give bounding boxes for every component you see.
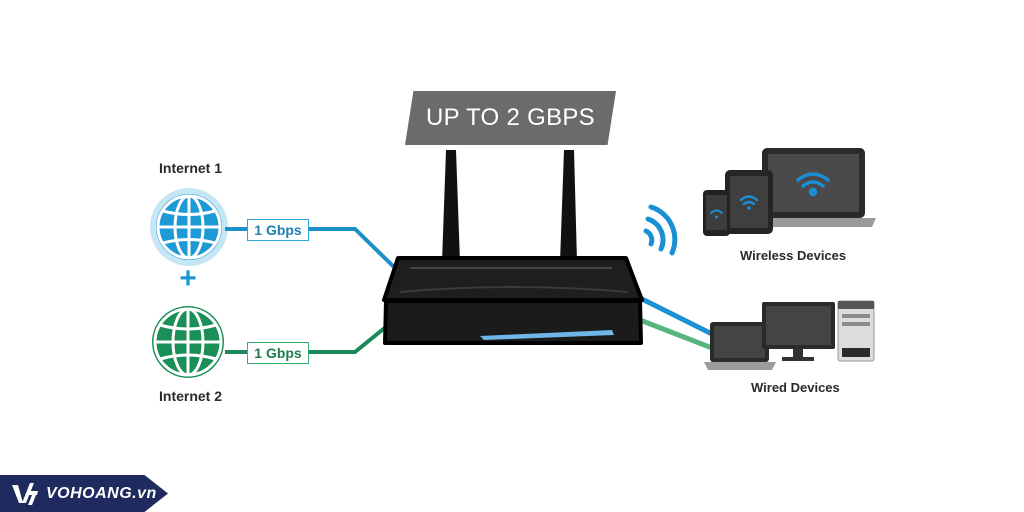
internet-2-label: Internet 2 — [159, 388, 223, 404]
phone-icon — [703, 190, 730, 236]
wired-devices-label: Wired Devices — [751, 380, 840, 395]
tablet-icon — [725, 170, 773, 234]
internet-1-label: Internet 1 — [159, 160, 223, 176]
wireless-devices-label: Wireless Devices — [740, 248, 847, 263]
brand-name: VOHOANG.vn — [46, 484, 157, 502]
laptop-icon — [704, 322, 776, 370]
plus-sign: + — [179, 262, 197, 295]
wifi-signal-icon — [796, 172, 830, 197]
globe-icon — [152, 306, 224, 378]
brand-logo-icon — [12, 482, 38, 505]
brand-logo-banner[interactable]: VOHOANG.vn — [0, 475, 168, 512]
internet-2-speed-badge: 1 Gbps — [247, 342, 309, 364]
internet-1-speed-badge: 1 Gbps — [247, 219, 309, 241]
wired-link-green — [639, 317, 713, 351]
desktop-icon — [762, 300, 875, 362]
wired-link-blue — [638, 295, 714, 337]
wifi-signal-icon — [643, 204, 678, 256]
globe-icon — [150, 188, 228, 266]
router-icon — [382, 150, 644, 345]
speed-banner: UP TO 2 GBPS — [405, 91, 616, 145]
